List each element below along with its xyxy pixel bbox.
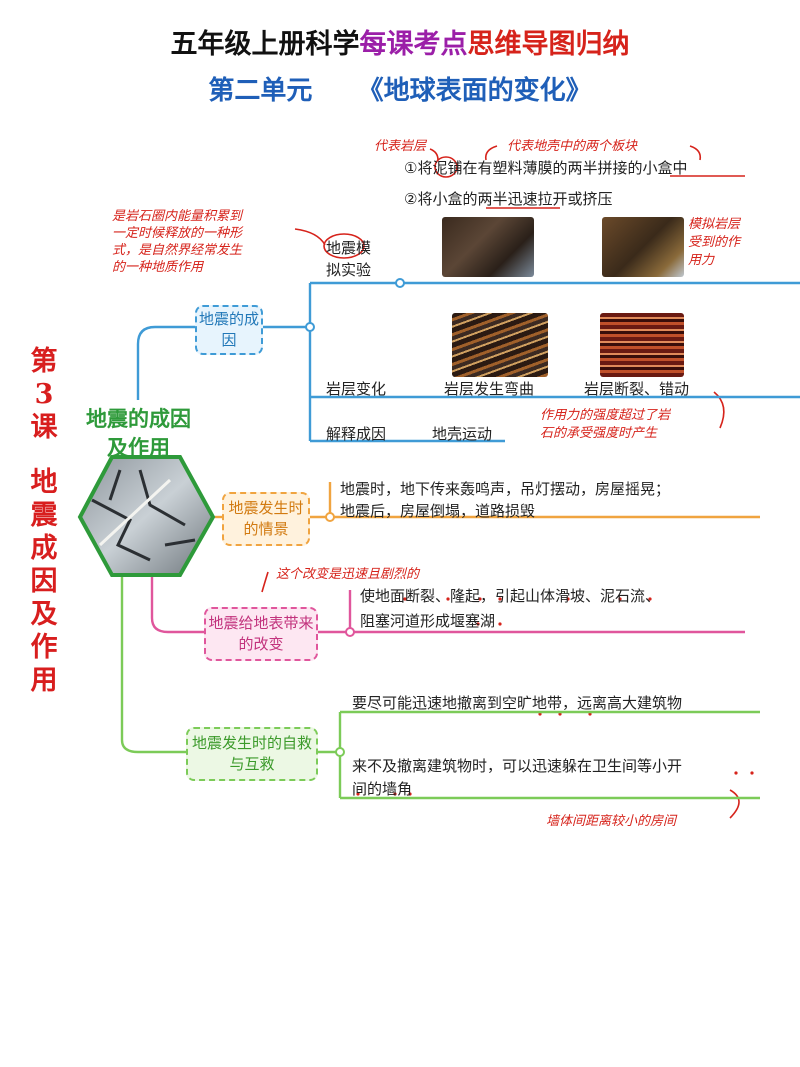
pointer-plates-left (484, 145, 498, 161)
note-plates: 代表地壳中的两个板块 (507, 139, 638, 154)
branch-blue-nodes (305, 278, 405, 332)
pointer-change (261, 571, 269, 593)
title-mindmap: 思维导图归纳 (467, 29, 630, 60)
explain-value: 地壳运动 (432, 425, 493, 443)
title-grade: 五年级上册科学 (170, 29, 360, 60)
note-definition: 是岩石圈内能量积累到 一定时候释放的一种形 式，是自然界经常发生 的一种地质作用 (112, 209, 243, 275)
branch-pink-node (345, 627, 355, 637)
scene-after: 地震后，房屋倒塌，道路损毁 (340, 502, 536, 520)
center-topic: 地震的成因 及作用 (86, 407, 191, 460)
scene-during: 地震时，地下传来轰鸣声，吊灯摆动，房屋摇晃； (340, 480, 671, 498)
rescue-evacuate: 要尽可能迅速地撤离到空旷地带，远离高大建筑物 (352, 694, 683, 712)
pointer-mud (429, 148, 439, 161)
pointer-definition (294, 228, 326, 246)
branch-cause-box: 地震的成因 (195, 305, 263, 355)
explain-label: 解释成因 (326, 425, 387, 443)
change-line-2: 阻塞河道形成堰塞湖 (360, 612, 496, 630)
pointer-force (713, 391, 725, 429)
title-keypoints: 每课考点 (359, 29, 468, 60)
experiment-step-1: ①将泥铺在有塑料薄膜的两半拼接的小盒中 (404, 159, 688, 177)
note-mud: 代表岩层 (374, 139, 427, 154)
branch-change-box: 地震给地表带来的改变 (204, 607, 318, 661)
hexagon-photo (77, 455, 216, 577)
branch-scene-box: 地震发生时的情景 (222, 492, 310, 546)
rock-break-text: 岩层断裂、错动 (584, 380, 690, 398)
note-simulate: 模拟岩层 受到的作 用力 (688, 217, 741, 268)
note-room: 墙体间距离较小的房间 (546, 814, 677, 829)
page-title: 五年级上册科学每课考点思维导图归纳 (0, 22, 800, 61)
experiment-step-2: ②将小盒的两半迅速拉开或挤压 (404, 190, 613, 208)
branch-green-lines (120, 575, 760, 800)
note-change: 这个改变是迅速且剧烈的 (276, 567, 420, 582)
pointer-room (729, 789, 740, 819)
unit-name: 《地球表面的变化》 (357, 76, 592, 106)
rock-change-label: 岩层变化 (326, 380, 387, 398)
photo-rock-bend (452, 313, 548, 377)
branch-orange-node (325, 512, 335, 522)
photo-mud-box-1 (442, 217, 534, 277)
branch-rescue-box: 地震发生时的自救与互救 (186, 727, 318, 781)
photo-mud-box-2 (602, 217, 684, 277)
sidebar-lesson-title: 第 3 课 地 震 成 因 及 作 用 (30, 346, 58, 696)
rescue-hide-1: 来不及撤离建筑物时，可以迅速躲在卫生间等小开 (352, 757, 683, 775)
photo-rock-break (600, 313, 684, 377)
rock-bend-text: 岩层发生弯曲 (444, 380, 535, 398)
rescue-hide-2: 间的墙角 (352, 780, 413, 798)
note-force: 作用力的强度超过了岩 石的承受强度时产生 (540, 408, 671, 441)
pointer-plates-right (689, 145, 702, 161)
circle-mud (434, 156, 458, 178)
change-line-1: 使地面断裂、隆起，引起山体滑坡、泥石流、 (360, 587, 661, 605)
unit-title: 第二单元 《地球表面的变化》 (0, 70, 800, 107)
unit-number: 第二单元 (208, 76, 313, 106)
branch-green-node (335, 747, 345, 757)
branch-blue-lines (136, 281, 800, 443)
experiment-label: 地震模拟实验 (326, 239, 372, 279)
circle-earthquake (323, 233, 365, 259)
